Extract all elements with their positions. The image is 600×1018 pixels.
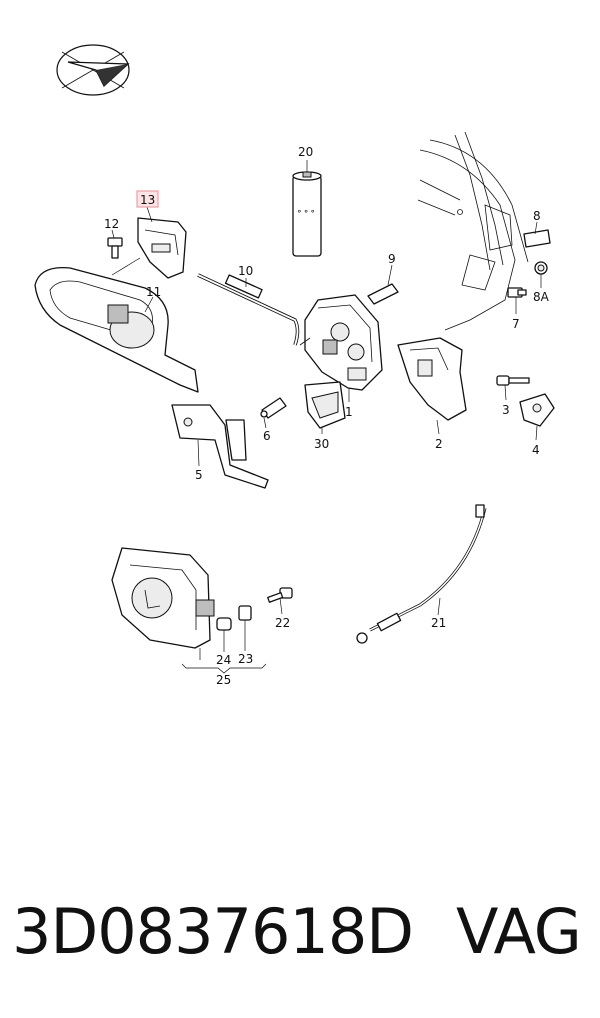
spacer-part-23 [238,605,252,621]
callout-8a[interactable]: 8A [533,290,550,304]
callout-13[interactable]: 13 [140,193,155,207]
screw-part-22 [267,587,293,603]
callout-9[interactable]: 9 [388,252,396,266]
part-number-text: 3D0837618D [12,895,414,968]
bracket-part-13 [137,217,187,279]
callout-3[interactable]: 3 [502,403,510,417]
callout-1[interactable]: 1 [345,405,353,419]
callout-13-highlight [136,190,159,208]
door-frame-outline [417,131,529,331]
bracket-part-2 [397,337,467,421]
cable-part-10 [197,273,300,346]
callout-24[interactable]: 24 [216,653,231,667]
actuator-part-25 [111,547,215,649]
bolt-part-7 [507,287,527,298]
inner-handle-part-11 [34,266,199,393]
bolt-part-3 [496,375,530,386]
callout-21[interactable]: 21 [431,616,446,630]
nut-part-24 [216,617,232,631]
callout-23[interactable]: 23 [238,652,253,666]
grommet-part-8a [534,261,548,275]
brand-text: VAG [456,895,582,968]
callout-11[interactable]: 11 [146,285,161,299]
leader-lines [111,160,542,674]
pin-part-6 [260,397,287,419]
orientation-arrow-icon [56,44,130,96]
callout-10[interactable]: 10 [238,264,253,278]
callout-25[interactable]: 25 [216,673,231,687]
pin-part-9 [367,283,399,305]
callout-6[interactable]: 6 [263,429,271,443]
callout-8[interactable]: 8 [533,209,541,223]
callout-7[interactable]: 7 [512,317,520,331]
clip-part-8 [523,229,551,248]
callout-30[interactable]: 30 [314,437,329,451]
callout-22[interactable]: 22 [275,616,290,630]
callout-20[interactable]: 20 [298,145,313,159]
bolt-part-12 [107,237,123,259]
part-info-footer: 3D0837618D VAG [0,895,600,985]
bracket-part-5 [171,404,269,489]
callout-12[interactable]: 12 [104,217,119,231]
callout-2[interactable]: 2 [435,437,443,451]
cover-part-30 [304,381,346,429]
cable-part-21 [356,504,487,644]
door-lock-part-1 [299,294,383,391]
callout-4[interactable]: 4 [532,443,540,457]
svg-text:⚬⚬⚬: ⚬⚬⚬ [296,207,316,216]
spray-can-part-20: ⚬⚬⚬ [292,171,322,257]
striker-part-4 [519,393,555,427]
callout-5[interactable]: 5 [195,468,203,482]
